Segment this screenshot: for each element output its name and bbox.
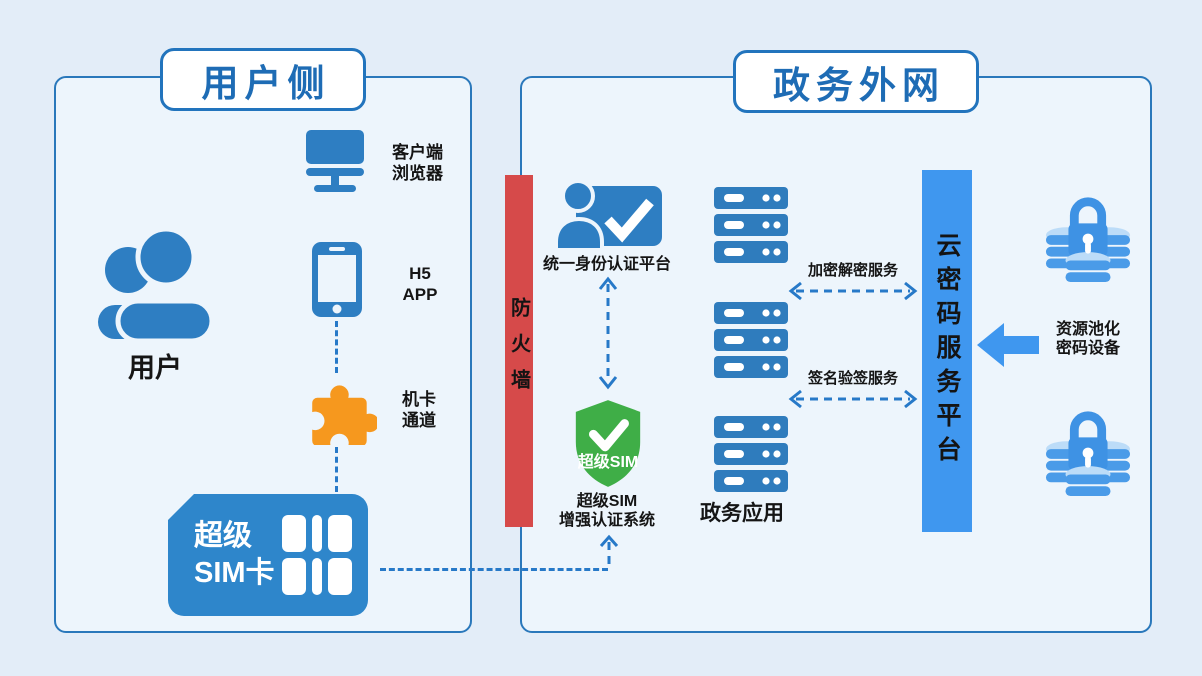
sim-card-corner xyxy=(167,493,195,521)
super-sim-card-label: 超级 SIM卡 xyxy=(194,520,275,589)
sim-auth-system-label: 超级SIM 增强认证系统 xyxy=(558,493,655,529)
arrow-idp-authsystem xyxy=(598,276,618,390)
connector-sim-authsystem xyxy=(380,568,608,571)
gov-extranet-title-badge: 政务外网 xyxy=(733,50,979,113)
sim-channel-label: 机卡 通道 xyxy=(402,390,436,430)
super-sim-card: 超级 SIM卡 xyxy=(167,493,368,616)
server-stack-3 xyxy=(714,416,788,492)
identity-platform-icon xyxy=(552,178,664,252)
browser-label: 客户端 浏览器 xyxy=(392,143,443,183)
sign-service-arrow xyxy=(788,389,918,409)
encrypt-service-arrow xyxy=(788,281,918,301)
user-side-title: 用户侧 xyxy=(201,62,331,104)
shield-badge-text: 超级SIM xyxy=(577,454,639,471)
super-sim-shield-icon xyxy=(569,397,647,491)
sign-service-label: 签名验签服务 xyxy=(807,370,898,387)
crypto-device-icon-top xyxy=(1044,188,1132,288)
browser-icon xyxy=(306,130,366,192)
firewall-label: 防火墙 xyxy=(507,297,530,405)
user-label: 用户 xyxy=(128,353,182,383)
sim-chip-icon xyxy=(282,515,352,595)
server-stack-1 xyxy=(714,187,788,263)
gov-extranet-panel xyxy=(520,76,1152,633)
h5-app-icon xyxy=(312,242,362,317)
pooled-device-label: 资源池化 密码设备 xyxy=(1056,321,1121,357)
encrypt-service-label: 加密解密服务 xyxy=(807,262,898,279)
pooled-device-arrow xyxy=(977,321,1039,369)
cloud-crypto-platform-bar: 云密码服务平台 xyxy=(922,170,972,532)
connector-puzzle-sim xyxy=(335,447,338,492)
users-icon xyxy=(90,215,220,341)
firewall-bar: 防火墙 xyxy=(505,175,533,527)
connector-phone-puzzle xyxy=(335,321,338,373)
cloud-crypto-platform-label: 云密码服务平台 xyxy=(933,232,961,470)
h5-app-label: H5 APP xyxy=(402,264,438,304)
gov-extranet-title: 政务外网 xyxy=(773,64,945,106)
user-side-title-badge: 用户侧 xyxy=(160,48,366,111)
arrow-up-to-authsystem xyxy=(599,534,619,570)
identity-platform-label: 统一身份认证平台 xyxy=(542,256,671,273)
crypto-device-icon-bottom xyxy=(1044,402,1132,502)
server-stack-2 xyxy=(714,302,788,378)
gov-app-label: 政务应用 xyxy=(700,502,784,525)
sim-channel-icon xyxy=(305,371,377,445)
